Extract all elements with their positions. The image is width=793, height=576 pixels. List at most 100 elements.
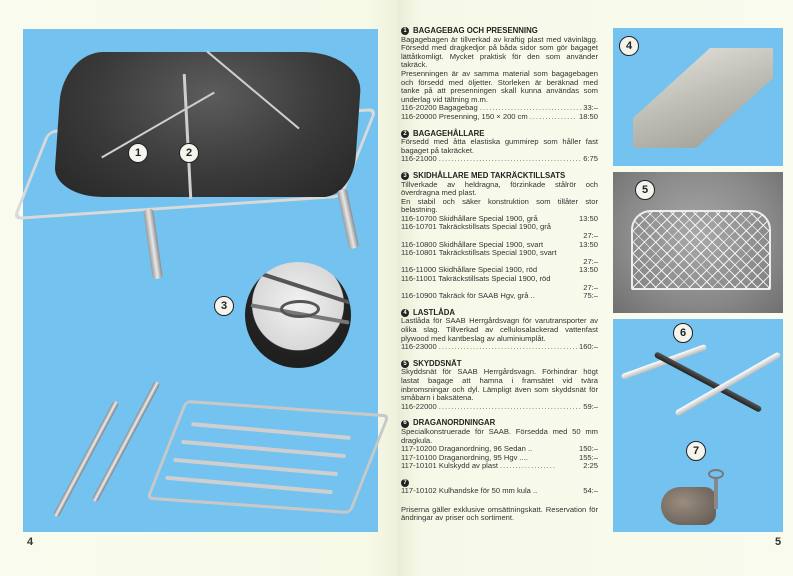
section-title: SKYDDSNÄT [413, 358, 462, 368]
section-heading: 5 SKYDDSNÄT [401, 358, 598, 369]
section-number-icon: 6 [401, 419, 409, 428]
item-name: Skidhållare Special 1900, röd [438, 265, 538, 275]
item-price: 2:25 [583, 461, 598, 471]
item-name: Skidhållare Special 1900, grå [438, 213, 538, 223]
price-row: 116-10800 Skidhållare Special 1900, svar… [401, 239, 598, 250]
item-name: Takräck för SAAB Hgv, grå .. [438, 291, 535, 301]
section-lastlada: 4 LASTLÅDA Lastlåda för SAAB Herrgårdsva… [401, 307, 598, 352]
item-code: 116-21000 [401, 154, 437, 164]
price-disclaimer: Priserna gäller exklusive omsättningskat… [401, 504, 598, 523]
section-title: BAGAGEHÅLLARE [413, 128, 485, 138]
ski-holder-bar [91, 380, 161, 503]
rack-foot [143, 208, 163, 280]
item-code: 116-10900 [401, 291, 437, 301]
callout-6-badge: 6 [673, 323, 693, 343]
towbar-arm [674, 351, 782, 417]
section-paragraph: Specialkonstruerade för SAAB. Försedda m… [401, 426, 598, 445]
item-price: 27:– [583, 256, 598, 266]
page-number-left: 4 [27, 536, 34, 548]
item-name: Bagagebag [438, 103, 478, 113]
item-name: Draganordning, 95 Hgv .... [438, 452, 528, 462]
product-text-column: 1 BAGAGEBAG OCH PRESENNING Bagagebagen ä… [401, 26, 598, 523]
safety-net-illustration [631, 210, 771, 290]
price-row: 116-20200 Bagagebag ....................… [401, 103, 598, 113]
item-code: 116-23000 [401, 342, 437, 352]
section-number-icon: 3 [401, 172, 409, 181]
towbar-arm [653, 351, 763, 413]
item-price: 54:– [583, 485, 598, 495]
section-heading: 3 SKIDHÅLLARE MED TAKRÄCKTILLSATS [401, 170, 598, 181]
price-row: 116-22000 ..............................… [401, 401, 598, 411]
section-bagagehallare: 2 BAGAGEHÅLLARE Försedd med åtta elastis… [401, 128, 598, 164]
section-paragraph: Bagagebagen är tillverkad av kraftig pla… [401, 34, 598, 70]
rack-detail-photo [245, 262, 351, 368]
skyddsnat-photo: 5 [613, 172, 783, 313]
callout-1-badge: 1 [128, 143, 148, 163]
ski-holder-bar [52, 400, 120, 518]
section-number-icon: 1 [401, 27, 409, 36]
item-price: 13:50 [578, 265, 598, 275]
section-heading: 4 LASTLÅDA [401, 307, 598, 318]
item-name: Kulhandske för 50 mm kula .. [438, 485, 538, 495]
section-heading: 6 DRAGANORDNINGAR [401, 419, 598, 428]
item-code: 116-10800 [401, 239, 437, 249]
section-skidhallare: 3 SKIDHÅLLARE MED TAKRÄCKTILLSATS Tillve… [401, 170, 598, 301]
cargo-box-illustration [633, 48, 773, 148]
section-title: LASTLÅDA [413, 307, 456, 317]
page-number-right: 5 [775, 536, 782, 548]
section-paragraph: Skyddsnät för SAAB Herrgårdsvagn. Förhin… [401, 367, 598, 403]
item-price: 150:– [578, 444, 598, 454]
section-number-icon: 5 [401, 360, 409, 369]
section-paragraph: Försedd med åtta elastiska gummirep som … [401, 137, 598, 155]
section-heading: 2 BAGAGEHÅLLARE [401, 128, 598, 139]
item-name: Takräckstillsats Special 1900, röd [438, 274, 551, 284]
price-row: 116-20000 Presenning, 150 × 200 cm .....… [401, 111, 598, 121]
item-price: 18:50 [578, 111, 598, 121]
callout-5-badge: 5 [635, 180, 655, 200]
section-title: DRAGANORDNINGAR [413, 418, 496, 428]
item-price: 155:– [578, 452, 598, 462]
item-price: 13:50 [578, 213, 598, 223]
price-row: 117-10100 Draganordning, 95 Hgv .... 155… [401, 452, 598, 463]
section-heading: 1 BAGAGEBAG OCH PRESENNING [401, 26, 598, 36]
section-bagagebag: 1 BAGAGEBAG OCH PRESENNING Bagagebagen ä… [401, 26, 598, 122]
item-price: 59:– [583, 401, 598, 411]
price-row: 116-11001 Takräckstillsats Special 1900,… [401, 274, 598, 292]
item-code: 116-11001 [401, 274, 437, 284]
item-price: 75:– [583, 291, 598, 301]
item-price: 13:50 [578, 239, 598, 249]
callout-7-badge: 7 [686, 441, 706, 461]
item-name: Takräckstillsats Special 1900, svart [438, 248, 557, 258]
item-name: Skidhållare Special 1900, svart [438, 239, 544, 249]
lastlada-photo: 4 [613, 28, 783, 166]
item-price: 33:– [583, 103, 598, 113]
price-row: 117-10101 Kulskydd av plast ............… [401, 461, 598, 471]
item-code: 117-10101 [401, 461, 437, 471]
section-kulhandske: 7 117-10102 Kulhandske för 50 mm kula ..… [401, 478, 598, 496]
item-price: 160:– [578, 342, 598, 352]
section-title: BAGAGEBAG OCH PRESENNING [413, 26, 538, 35]
price-row: 116-10701 Takräckstillsats Special 1900,… [401, 223, 598, 240]
item-name: Draganordning, 96 Sedan .. [438, 444, 533, 454]
item-price: 6:75 [583, 154, 598, 164]
section-paragraph: Presenningen är av samma material som ba… [401, 68, 598, 104]
callout-4-badge: 4 [619, 36, 639, 56]
section-draganordningar: 6 DRAGANORDNINGAR Specialkonstruerade fö… [401, 419, 598, 471]
section-number-icon: 2 [401, 129, 409, 138]
item-code: 116-22000 [401, 401, 437, 411]
item-code: 116-10700 [401, 213, 437, 223]
section-heading: 7 [401, 478, 598, 487]
price-row: 117-10102 Kulhandske för 50 mm kula .. 5… [401, 485, 598, 496]
section-paragraph: Lastlåda för SAAB Herrgårdsvagn för varu… [401, 316, 598, 343]
section-title: SKIDHÅLLARE MED TAKRÄCKTILLSATS [413, 170, 566, 180]
item-name: Kulskydd av plast [438, 461, 498, 471]
callout-2-badge: 2 [179, 143, 199, 163]
price-row: 116-10700 Skidhållare Special 1900, grå … [401, 213, 598, 224]
item-code: 117-10100 [401, 452, 437, 462]
price-row: 117-10200 Draganordning, 96 Sedan .. 150… [401, 444, 598, 454]
item-code: 116-10701 [401, 222, 437, 232]
item-code: 117-10200 [401, 444, 437, 454]
item-code: 116-20200 [401, 103, 437, 113]
price-row: 116-23000 ..............................… [401, 342, 598, 352]
item-price: 27:– [583, 282, 598, 292]
